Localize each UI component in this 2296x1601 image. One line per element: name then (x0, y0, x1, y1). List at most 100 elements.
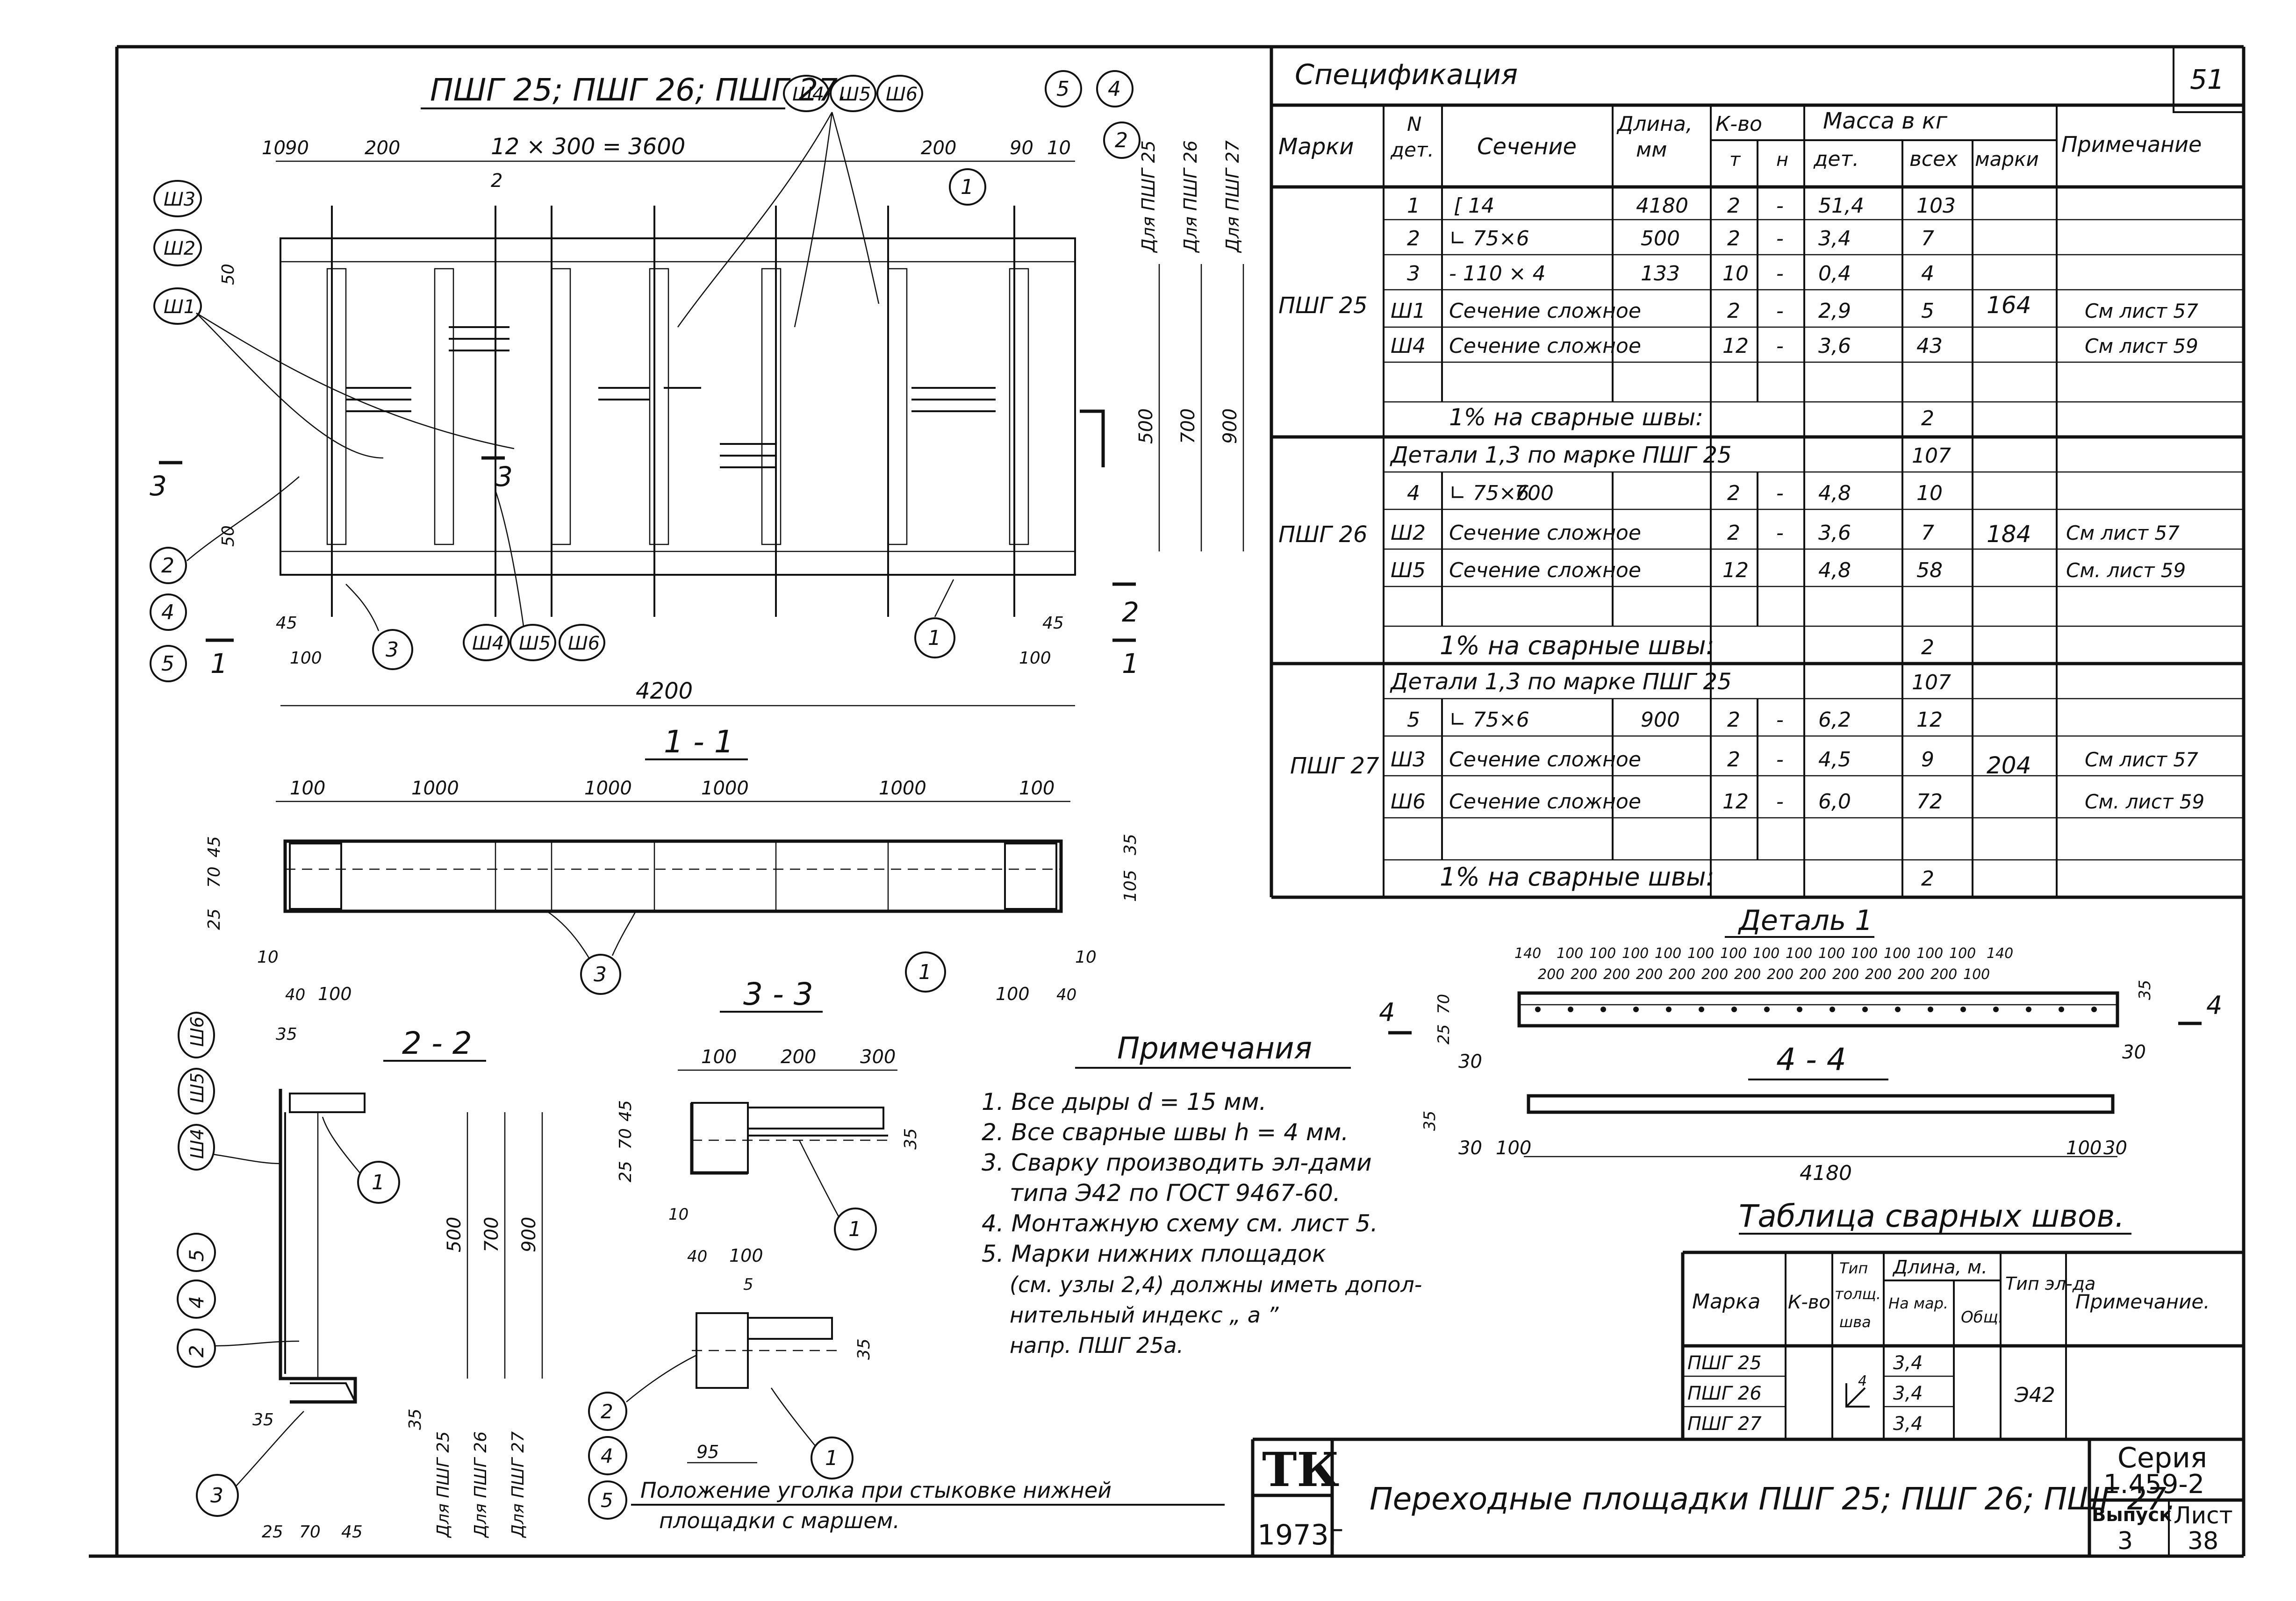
main-drawing-title: ПШГ 25; ПШГ 26; ПШГ 27. (430, 72, 847, 108)
svg-text:Сечение: Сечение (1477, 134, 1577, 160)
svg-text:10: 10 (262, 137, 286, 159)
svg-text:12 × 300 = 3600: 12 × 300 = 3600 (491, 134, 685, 160)
svg-text:-: - (1776, 334, 1784, 358)
svg-text:100: 100 (729, 1245, 763, 1266)
svg-text:4,8: 4,8 (1818, 481, 1851, 505)
svg-text:4: 4 (161, 600, 174, 624)
svg-text:2: 2 (1727, 748, 1740, 772)
section-1-1-title: 1 - 1 (664, 724, 734, 760)
svg-text:50: 50 (219, 525, 238, 547)
svg-text:2: 2 (1727, 299, 1740, 323)
svg-text:35: 35 (2136, 980, 2154, 1000)
svg-text:100: 100 (1019, 778, 1055, 799)
weld-row-mark: ПШГ 26 (1687, 1383, 1762, 1404)
svg-text:Примечание.: Примечание. (2075, 1290, 2210, 1313)
svg-text:1: 1 (848, 1217, 861, 1241)
svg-text:Ш3: Ш3 (164, 189, 195, 210)
svg-text:30: 30 (1458, 1137, 1482, 1159)
note-3-cont: типа Э42 по ГОСТ 9467-60. (1010, 1179, 1341, 1207)
spec-row: Ш4 Сечение сложное 12 - 3,6 43 См лист 5… (1391, 334, 2198, 358)
svg-text:3: 3 (150, 470, 167, 502)
svg-text:700: 700 (1177, 408, 1199, 444)
svg-text:1% на сварные швы:: 1% на сварные швы: (1449, 404, 1703, 431)
svg-text:Ш4: Ш4 (472, 633, 504, 654)
series-label: Серия (2117, 1442, 2207, 1474)
svg-text:3: 3 (495, 461, 513, 493)
svg-text:100: 100 (1851, 945, 1878, 962)
drawing-title: Переходные площадки ПШГ 25; ПШГ 26; ПШГ … (1370, 1481, 2176, 1517)
svg-text:2: 2 (1727, 521, 1740, 545)
note-5-cont-1: (см. узлы 2,4) должны иметь допол- (1010, 1272, 1422, 1297)
svg-text:100: 100 (1818, 945, 1845, 962)
svg-text:100: 100 (1019, 649, 1051, 668)
svg-text:дет.: дет. (1813, 147, 1859, 171)
svg-text:1: 1 (372, 1171, 385, 1194)
svg-text:Детали 1,3 по марке ПШГ 25: Детали 1,3 по марке ПШГ 25 (1390, 442, 1732, 468)
svg-text:-: - (1776, 227, 1784, 250)
spec-row: Ш2 Сечение сложное 2 - 3,6 7 См лист 57 (1391, 521, 2180, 545)
svg-text:1000: 1000 (584, 778, 632, 799)
svg-text:95: 95 (696, 1442, 719, 1462)
svg-text:35: 35 (276, 1025, 297, 1044)
svg-text:Ш6: Ш6 (1391, 790, 1426, 814)
svg-text:К-во: К-во (1715, 112, 1762, 136)
svg-text:2: 2 (1115, 129, 1128, 152)
issue-value: 3 (2117, 1527, 2133, 1555)
issue-label: Выпуск (2092, 1504, 2172, 1526)
svg-text:100: 100 (1753, 945, 1779, 962)
svg-text:См лист 57: См лист 57 (2085, 300, 2198, 322)
spec-row: 3 - 110 × 4 133 10 - 0,4 4 (1407, 262, 1934, 286)
tk-logo: ТК (1262, 1442, 1339, 1497)
svg-text:200: 200 (1865, 966, 1892, 983)
main-plan-drawing: ПШГ 25; ПШГ 26; ПШГ 27. 10 90 200 12 × 3… (150, 70, 1244, 707)
svg-text:50: 50 (219, 264, 238, 285)
svg-text:90: 90 (1010, 137, 1033, 159)
svg-text:200: 200 (921, 137, 956, 159)
svg-text:200: 200 (1930, 966, 1957, 983)
spec-mark-pshg26: ПШГ 26 (1278, 522, 1368, 548)
svg-text:900: 900 (1641, 708, 1680, 732)
section-3-3: 3 - 3 100 200 300 45 70 25 35 10 40 100 … (588, 976, 920, 1520)
sheet-value: 38 (2188, 1527, 2218, 1555)
svg-text:10: 10 (257, 948, 279, 967)
svg-text:184: 184 (1987, 521, 2031, 548)
svg-text:4: 4 (2206, 991, 2222, 1020)
svg-text:100: 100 (1916, 945, 1943, 962)
svg-text:-: - (1776, 790, 1784, 814)
svg-text:100: 100 (290, 649, 322, 668)
svg-text:1: 1 (210, 648, 228, 679)
svg-text:К-во: К-во (1788, 1292, 1830, 1313)
note-3: 3. Сварку производить эл-дами (982, 1149, 1372, 1176)
svg-text:45: 45 (341, 1522, 363, 1542)
section-1-1: 1 - 1 100 1000 1000 1000 1000 100 45 70 … (205, 724, 1140, 1004)
svg-text:т: т (1729, 149, 1741, 171)
note-2: 2. Все сварные швы h = 4 мм. (982, 1119, 1349, 1146)
page-number: 51 (2190, 64, 2224, 95)
svg-text:дет.: дет. (1390, 138, 1434, 161)
svg-text:Тип: Тип (1839, 1259, 1868, 1277)
svg-text:7: 7 (1921, 521, 1934, 545)
svg-text:1000: 1000 (701, 778, 749, 799)
svg-text:См лист 57: См лист 57 (2066, 522, 2180, 544)
svg-text:1: 1 (928, 626, 941, 650)
specification-table: Спецификация (1270, 47, 2244, 899)
svg-text:133: 133 (1641, 262, 1680, 286)
svg-text:100: 100 (318, 984, 352, 1004)
svg-text:107: 107 (1912, 671, 1951, 694)
svg-text:70: 70 (616, 1128, 635, 1150)
svg-text:204: 204 (1987, 752, 2031, 779)
svg-text:12: 12 (1722, 790, 1749, 814)
svg-text:3: 3 (594, 963, 607, 986)
bottom-note-line-1: Положение уголка при стыковке нижней (640, 1478, 1112, 1503)
svg-text:10: 10 (1047, 137, 1071, 159)
svg-text:2: 2 (1921, 407, 1934, 430)
svg-text:100: 100 (1496, 1137, 1531, 1159)
detail-1: Деталь 1 140 100 100 100 100 100 100 100… (1379, 904, 2222, 1185)
svg-text:200: 200 (1538, 966, 1564, 983)
svg-text:Ш5: Ш5 (839, 84, 871, 105)
svg-text:500: 500 (1641, 227, 1680, 250)
svg-text:Тип эл-да: Тип эл-да (2005, 1273, 2095, 1294)
svg-text:5: 5 (161, 652, 174, 676)
svg-text:70: 70 (205, 866, 224, 888)
svg-text:100: 100 (1557, 945, 1583, 962)
